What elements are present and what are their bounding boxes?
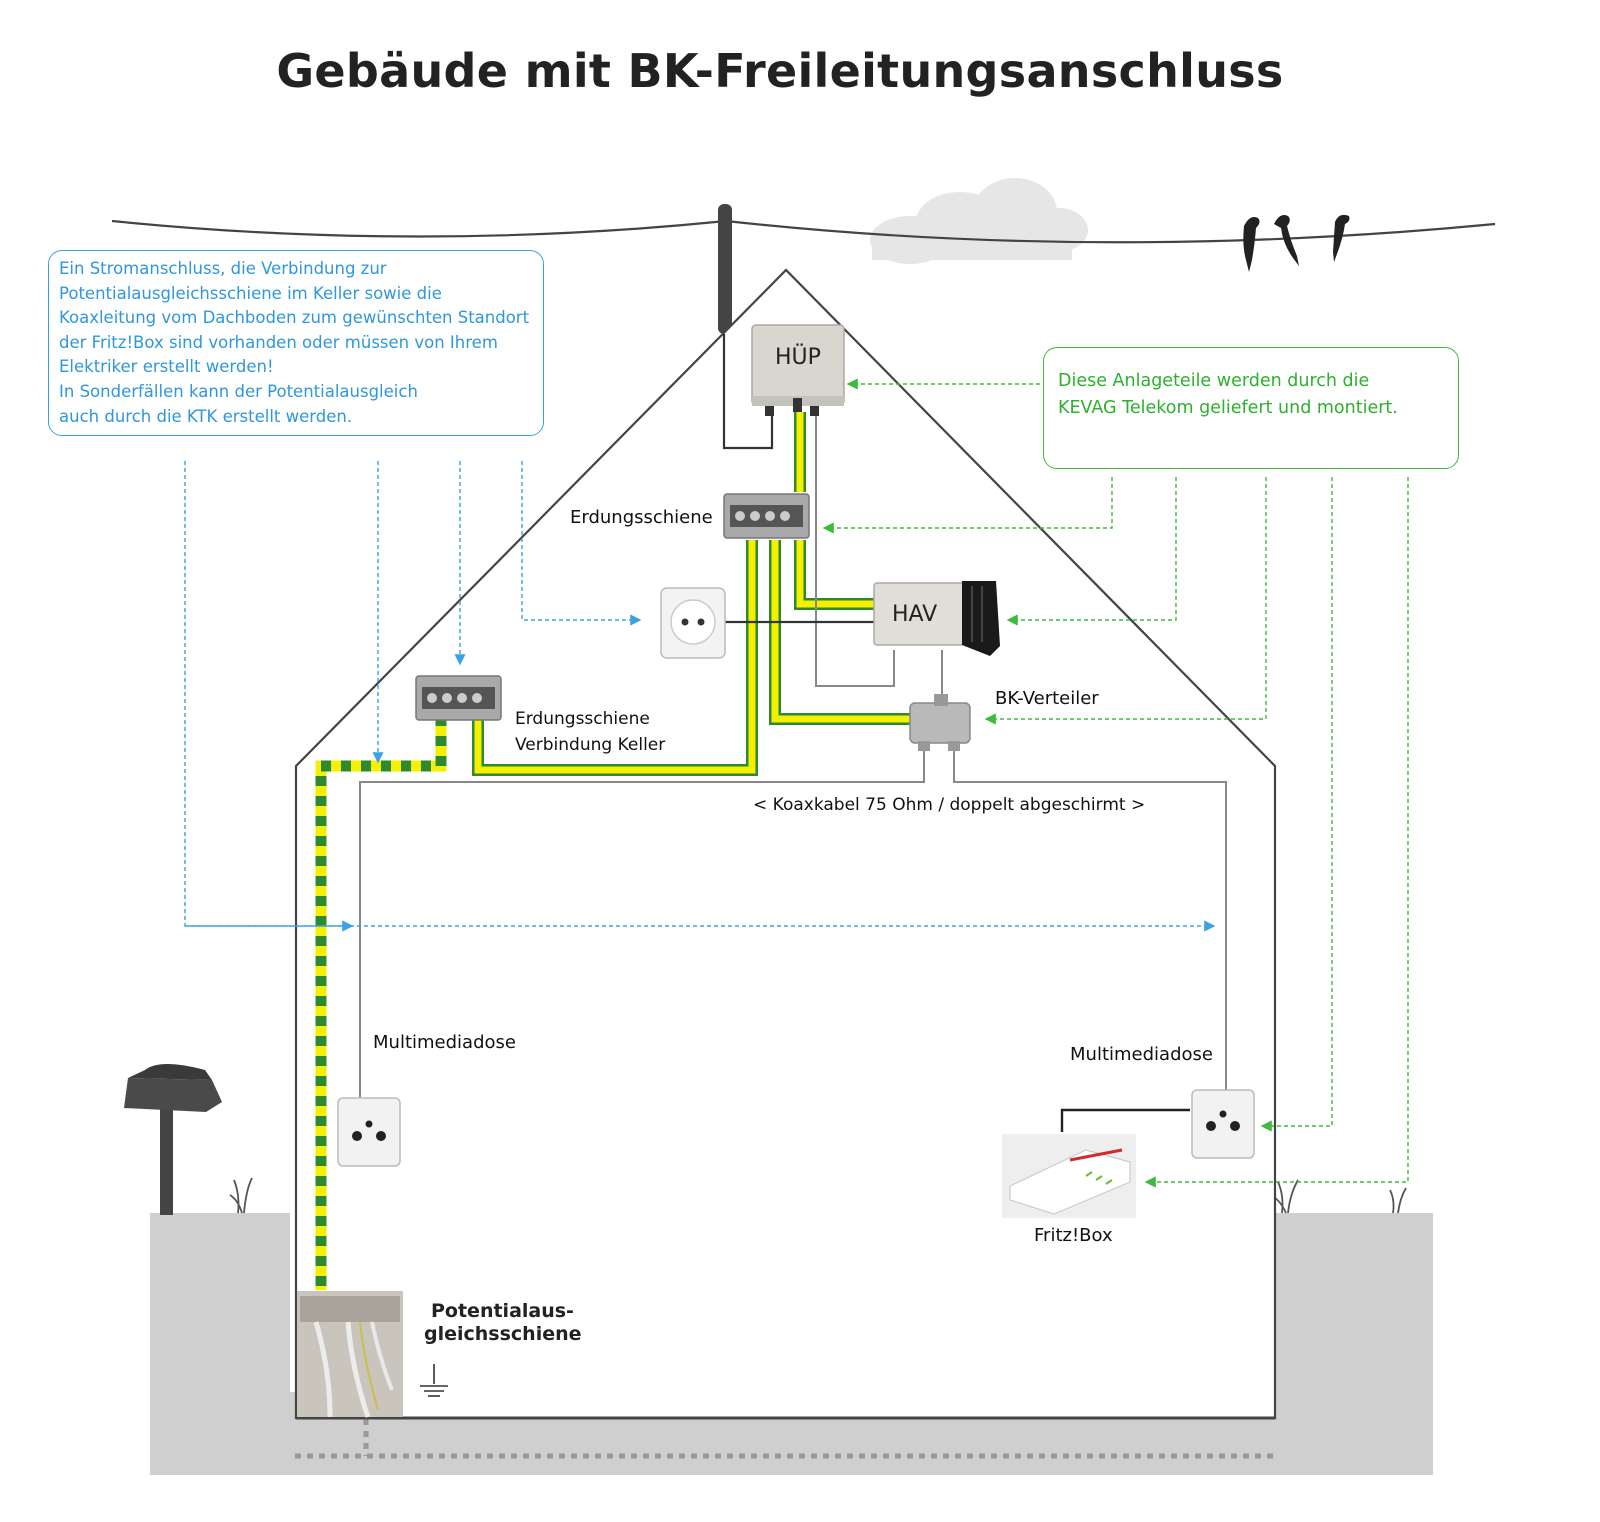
koaxkabel-label: < Koaxkabel 75 Ohm / doppelt abgeschirmt…: [753, 795, 1146, 815]
fritzbox-label: Fritz!Box: [1034, 1225, 1113, 1246]
dach-mast: [718, 204, 732, 334]
green-leader-lines: [822, 378, 1409, 1188]
coax-cables: [359, 334, 1227, 1132]
potentialausgleichsschiene-photo: [297, 1291, 403, 1418]
earth-ground-icon: [420, 1364, 448, 1397]
note-green-line: KEVAG Telekom geliefert und montiert.: [1058, 398, 1398, 418]
potentialausgleich-label-1: Potentialaus-: [431, 1300, 574, 1322]
note-blue-line: Elektriker erstellt werden!: [59, 357, 274, 377]
birds-icon: [1243, 214, 1350, 272]
hav-device: [873, 581, 1000, 656]
note-kevag: Diese Anlageteile werden durch die KEVAG…: [1043, 347, 1459, 469]
bk-verteiler-device: [909, 694, 971, 751]
note-blue-line: der Fritz!Box sind vorhanden oder müssen…: [59, 332, 498, 352]
note-blue-line: Ein Stromanschluss, die Verbindung zur: [59, 259, 387, 278]
note-green-line: Diese Anlageteile werden durch die: [1058, 371, 1370, 391]
multimediadose-right-icon: [1191, 1089, 1255, 1159]
erdungsschiene-keller-label-2: Verbindung Keller: [515, 735, 666, 755]
note-blue-line: auch durch die KTK erstellt werden.: [59, 406, 353, 426]
potentialausgleich-label-2: gleichsschiene: [424, 1323, 582, 1345]
hav-label: HAV: [892, 602, 938, 627]
multimediadose-right-label: Multimediadose: [1070, 1044, 1213, 1065]
erdungsschiene-device: [723, 493, 810, 539]
huep-label: HÜP: [775, 345, 821, 370]
erdungsschiene-keller-device: [415, 675, 502, 721]
blue-leader-lines: [184, 461, 1216, 932]
power-socket-icon: [660, 587, 726, 659]
overhead-cable: [111, 219, 1496, 244]
grounding-cables: [315, 412, 910, 1290]
note-blue-line: Potentialausgleichsschiene im Keller sow…: [59, 283, 442, 303]
erdungsschiene-keller-label-1: Erdungsschiene: [515, 709, 650, 729]
note-elektriker: Ein Stromanschluss, die Verbindung zur P…: [48, 250, 544, 436]
bk-verteiler-label: BK-Verteiler: [995, 688, 1099, 709]
note-blue-line: Koaxleitung vom Dachboden zum gewünschte…: [59, 308, 530, 328]
erdungsschiene-label: Erdungsschiene: [570, 507, 713, 528]
page-title: Gebäude mit BK-Freileitungsanschluss: [276, 44, 1284, 98]
cloud-icon: [870, 178, 1088, 264]
multimediadose-left-label: Multimediadose: [373, 1032, 516, 1053]
fritzbox-icon: [1002, 1134, 1136, 1218]
multimediadose-left-icon: [337, 1097, 401, 1167]
note-blue-line: In Sonderfällen kann der Potentialausgle…: [59, 381, 418, 401]
huep-device: [751, 324, 845, 416]
mailbox-icon: [124, 1064, 222, 1215]
grass: [229, 1177, 1407, 1214]
